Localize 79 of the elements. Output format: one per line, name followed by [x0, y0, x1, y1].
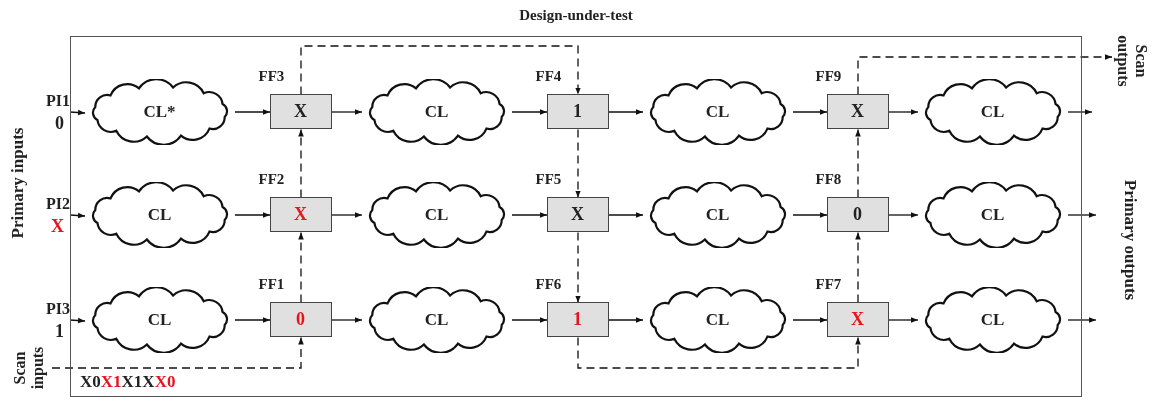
- logic-label: CL: [980, 204, 1005, 225]
- flip-flop-name: FF3: [258, 68, 285, 85]
- input-value: 1: [55, 321, 64, 342]
- flip-flop-name: FF1: [258, 276, 285, 293]
- scan-port-label: Scan outputs: [1112, 28, 1152, 94]
- logic-label: CL: [705, 101, 730, 122]
- logic-label: CL: [147, 309, 172, 330]
- signal-arrow: [331, 317, 363, 323]
- scan-sequence-text: X1: [100, 372, 122, 391]
- flip-flop-name: FF7: [815, 276, 842, 293]
- signal-arrow: [331, 109, 363, 115]
- scan-chain-arrow: [298, 128, 304, 199]
- input-name: PI1: [46, 92, 70, 110]
- signal-arrow: [511, 317, 548, 323]
- flip-flop-value: 1: [573, 309, 582, 330]
- frame-title: Design-under-test: [518, 7, 634, 24]
- flip-flop-value: X: [851, 309, 864, 330]
- signal-arrow: [1067, 317, 1097, 323]
- signal-arrow: [69, 317, 86, 324]
- signal-arrow: [888, 109, 919, 115]
- signal-arrow: [608, 109, 644, 115]
- logic-label: CL: [424, 309, 449, 330]
- input-value: X: [51, 216, 64, 237]
- logic-label: CL*: [143, 101, 176, 122]
- flip-flop-name: FF8: [815, 171, 842, 188]
- signal-arrow: [608, 317, 644, 323]
- flip-flop-value: 1: [573, 101, 582, 122]
- port-group-label: Primary outputs: [1120, 178, 1141, 303]
- flip-flop-name: FF4: [535, 68, 562, 85]
- logic-label: CL: [980, 101, 1005, 122]
- flip-flop-value: X: [851, 101, 864, 122]
- signal-arrow: [888, 212, 919, 218]
- signal-arrow: [888, 317, 919, 323]
- signal-arrow: [511, 109, 548, 115]
- signal-arrow: [69, 212, 86, 219]
- scan-chain-arrow: [298, 231, 304, 304]
- logic-label: CL: [980, 309, 1005, 330]
- scan-chain-arrow: [575, 231, 581, 304]
- flip-flop-name: FF5: [535, 171, 562, 188]
- flip-flop-value: X: [294, 101, 307, 122]
- signal-arrow: [69, 109, 86, 116]
- signal-arrow: [331, 212, 363, 218]
- scan-sequence-text: X1X: [121, 372, 155, 391]
- flip-flop-name: FF6: [535, 276, 562, 293]
- input-name: PI2: [46, 195, 70, 213]
- input-name: PI3: [46, 300, 70, 318]
- flip-flop-value: 0: [296, 309, 305, 330]
- signal-arrow: [234, 212, 271, 218]
- scan-chain-arrow: [855, 231, 861, 304]
- scan-sequence-text: X0: [154, 372, 176, 391]
- signal-arrow: [1067, 109, 1093, 115]
- flip-flop-value: X: [294, 204, 307, 225]
- scan-chain-arrow: [855, 128, 861, 199]
- scan-port-label: Scan inputs: [6, 337, 52, 399]
- input-value: 0: [55, 113, 64, 134]
- signal-arrow: [234, 317, 271, 323]
- scan-chain-arrow: [51, 336, 304, 369]
- flip-flop-name: FF9: [815, 68, 842, 85]
- signal-arrow: [608, 212, 644, 218]
- flip-flop-value: X: [571, 204, 584, 225]
- logic-label: CL: [424, 101, 449, 122]
- scan-chain-arrow: [300, 45, 581, 96]
- logic-label: CL: [705, 309, 730, 330]
- signal-arrow: [792, 109, 828, 115]
- logic-label: CL: [147, 204, 172, 225]
- signal-arrow: [792, 317, 828, 323]
- flip-flop-value: 0: [853, 204, 862, 225]
- signal-arrow: [792, 212, 828, 218]
- signal-arrow: [1067, 212, 1097, 218]
- scan-sequence-text: X0: [80, 372, 101, 391]
- logic-label: CL: [705, 204, 730, 225]
- logic-label: CL: [424, 204, 449, 225]
- port-group-label: Primary inputs: [7, 126, 28, 241]
- scan-chain-arrow: [857, 54, 1113, 96]
- flip-flop-name: FF2: [258, 171, 285, 188]
- scan-chain-arrow: [575, 128, 581, 199]
- signal-arrow: [511, 212, 548, 218]
- scan-chain-arrow: [577, 336, 861, 369]
- signal-arrow: [234, 109, 271, 115]
